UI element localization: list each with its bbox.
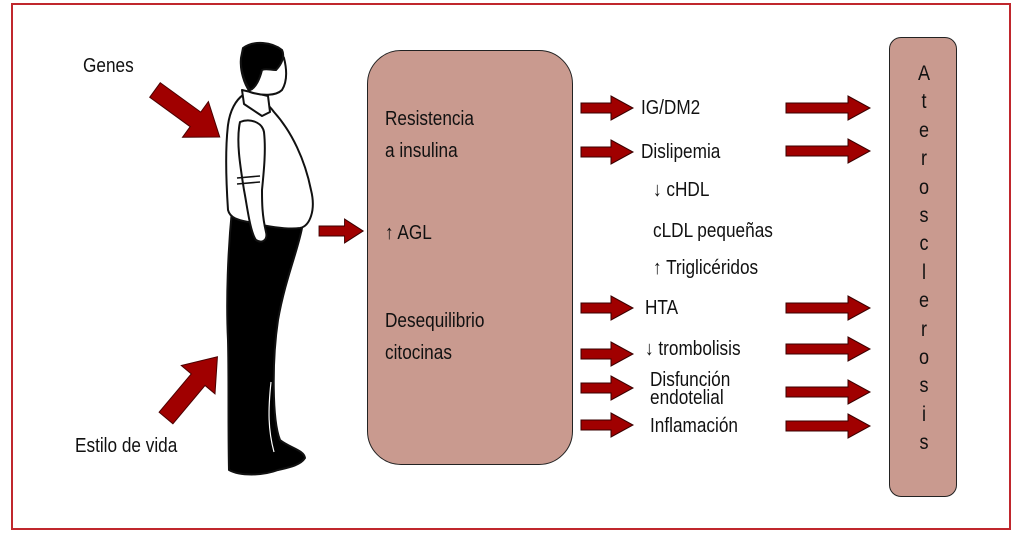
aterosclerosis-letter: e: [918, 289, 930, 313]
aterosclerosis-letter: e: [918, 118, 930, 142]
arrow-to-hta: [580, 295, 634, 321]
mechanisms-box: [367, 50, 573, 465]
aterosclerosis-letter: c: [919, 232, 929, 256]
aterosclerosis-letter: s: [919, 374, 929, 398]
lifestyle-label: Estilo de vida: [75, 435, 178, 457]
agl-label: ↑ AGL: [385, 222, 432, 244]
genes-label: Genes: [83, 55, 134, 77]
trousers-shape: [226, 209, 306, 476]
person-illustration: [225, 42, 314, 476]
aterosclerosis-letter: r: [920, 317, 928, 341]
arrow-to-dislipemia: [580, 139, 634, 165]
aterosclerosis-letter: o: [918, 346, 930, 370]
person-to-box-arrow: [318, 218, 364, 244]
aterosclerosis-letter: A: [917, 62, 931, 85]
genes-arrow: [141, 71, 234, 156]
citocinas-label: citocinas: [385, 342, 452, 364]
arrow-ig-dm2-to-atero: [785, 95, 871, 121]
aterosclerosis-letter: l: [921, 260, 927, 284]
disfuncion-label: Disfunción: [650, 369, 731, 391]
arrow-to-inflamacion: [580, 412, 634, 438]
arrow-inflamacion-to-atero: [785, 413, 871, 439]
aterosclerosis-letter: r: [920, 147, 928, 171]
dislipemia-label: Dislipemia: [641, 141, 721, 163]
hta-label: HTA: [645, 297, 679, 319]
arrow-to-trombolisis: [580, 341, 634, 367]
aterosclerosis-letter: s: [919, 204, 929, 228]
trigliceridos-label: ↑ Triglicéridos: [653, 257, 759, 279]
arrow-dislipemia-to-atero: [785, 138, 871, 164]
arrow-disfuncion-to-atero: [785, 379, 871, 405]
arrow-trombolisis-to-atero: [785, 336, 871, 362]
aterosclerosis-letter: s: [919, 431, 929, 455]
arrow-to-ig-dm2: [580, 95, 634, 121]
inflamacion-label: Inflamación: [650, 415, 738, 437]
arrow-hta-to-atero: [785, 295, 871, 321]
ig-dm2-label: IG/DM2: [641, 97, 701, 119]
aterosclerosis-letter: o: [918, 175, 930, 199]
lifestyle-arrow: [148, 342, 235, 433]
trombolisis-label: ↓ trombolisis: [645, 338, 741, 360]
arrow-to-disfuncion: [580, 375, 634, 401]
arm-shape: [237, 119, 268, 243]
insulina-label: a insulina: [385, 140, 458, 162]
cldl-label: cLDL pequeñas: [653, 220, 773, 242]
desequilibrio-label: Desequilibrio: [385, 310, 485, 332]
aterosclerosis-letter: t: [921, 90, 927, 114]
figure-frame: [11, 3, 1011, 530]
resistencia-label: Resistencia: [385, 108, 474, 130]
aterosclerosis-letter: i: [921, 402, 927, 426]
chdl-label: ↓ cHDL: [653, 179, 710, 201]
hair-shape: [239, 42, 285, 91]
endotelial-label: endotelial: [650, 387, 724, 409]
